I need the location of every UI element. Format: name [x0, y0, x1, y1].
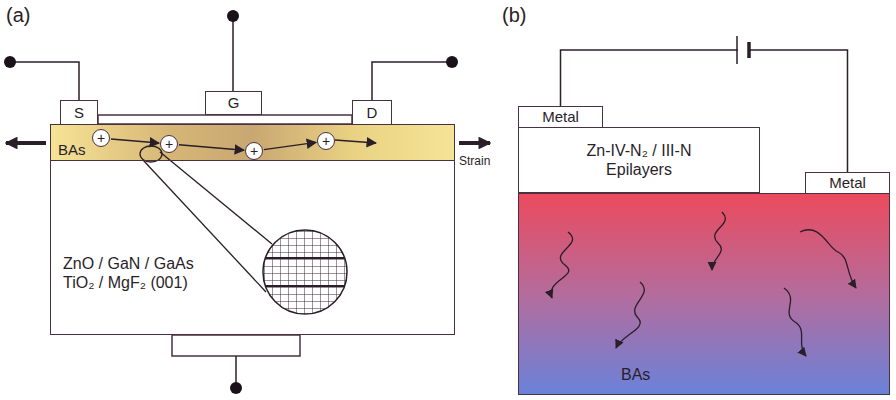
node-text: Metal [829, 174, 866, 192]
node-text: Zn-IV-N₂ / III-N Epilayers [559, 141, 719, 179]
lattice-grid [263, 230, 347, 314]
lattice-row [262, 257, 348, 259]
carrier-symbol: + [97, 131, 105, 145]
node-text: G [228, 94, 240, 112]
phonon-paths [551, 212, 856, 356]
back-gate-wire [235, 356, 237, 386]
hole-carrier: + [92, 129, 110, 147]
carrier-path-arrow [179, 145, 244, 150]
source-contact: S [60, 100, 98, 125]
hole-carrier: + [160, 135, 178, 153]
bas-substrate: BAs [518, 193, 890, 395]
battery-gap [738, 44, 748, 56]
substrate-box: ZnO / GaN / GaAs TiO₂ / MgF₂ (001) [50, 160, 455, 335]
node-text: BAs [58, 141, 86, 159]
bas-substrate-fill [518, 193, 890, 395]
zoom-leader [160, 152, 272, 244]
lattice-zoom [263, 230, 347, 314]
epilayer-box: Zn-IV-N₂ / III-N Epilayers [518, 127, 760, 193]
panel-label: (b) [502, 4, 526, 27]
source-wire [12, 62, 79, 100]
hole-carrier: + [317, 132, 335, 150]
node-text: Metal [542, 108, 579, 126]
substrate-fill [50, 160, 455, 335]
phonon-path [784, 288, 806, 356]
drain-wire [372, 62, 450, 100]
terminal-wires [12, 18, 450, 386]
gate-contact: G [205, 91, 262, 115]
zoom-leader [143, 160, 266, 292]
strain-arrow [459, 141, 490, 145]
lattice-rows [262, 258, 348, 286]
gate-dielectric [98, 115, 352, 124]
terminal-dot [227, 10, 239, 22]
phonon-path [800, 230, 856, 288]
drain-contact: D [352, 100, 392, 125]
node-text: ZnO / GaN / GaAs TiO₂ / MgF₂ (001) [63, 254, 221, 292]
carrier-symbol: + [322, 134, 330, 148]
node-text: S [74, 104, 84, 122]
metal-contact: Metal [518, 106, 603, 128]
terminal-dots [4, 10, 458, 394]
lattice-zoom-outline [263, 230, 347, 314]
terminal-dot [230, 382, 242, 394]
phonon-path [616, 282, 644, 348]
terminal-dot [4, 56, 16, 68]
phonon-path [712, 212, 725, 270]
bas-channel-fill [50, 124, 455, 161]
bas-channel: BAs + + + + [50, 124, 455, 161]
carrier-path-arrow [264, 142, 316, 149]
node-text: D [367, 104, 378, 122]
carrier-path-arrow [111, 139, 159, 143]
back-gate-contact [172, 335, 300, 356]
carrier-symbol: + [165, 137, 173, 151]
phonon-path [551, 232, 573, 298]
strain-label: Strain [459, 154, 490, 168]
battery-plate-long [736, 36, 738, 64]
metal-contact: Metal [805, 172, 890, 194]
gate-wire [232, 18, 234, 91]
strain-arrow [6, 141, 46, 145]
node-text: BAs [621, 365, 650, 384]
terminal-dot [446, 56, 458, 68]
lattice-row [262, 285, 348, 287]
hole-carrier: + [245, 142, 263, 160]
battery-plate-short [747, 42, 751, 58]
hole-path-arrow [335, 140, 376, 143]
carrier-symbol: + [250, 144, 258, 158]
panel-label: (a) [6, 4, 30, 27]
